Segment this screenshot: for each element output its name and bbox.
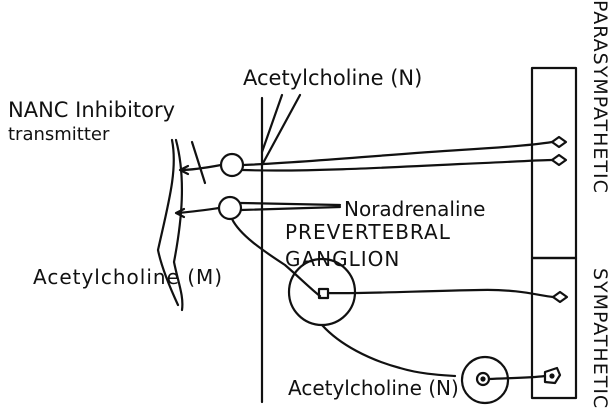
fibre-to-lower-ganglion <box>322 325 455 376</box>
enteric-neuron-lower <box>219 197 241 219</box>
terminal-diamond-1 <box>552 137 566 147</box>
label-acetylcholine-m: Acetylcholine (M) <box>33 267 223 287</box>
sympathetic-fibre-1 <box>328 290 553 297</box>
label-parasympathetic: PARASYMPATHETIC <box>590 0 609 194</box>
label-noradrenaline: Noradrenaline <box>344 199 485 219</box>
label-ganglion: GANGLION <box>285 249 400 269</box>
ach-n-pointer-1 <box>262 95 282 152</box>
label-transmitter: transmitter <box>8 126 109 144</box>
nanc-pointer <box>192 142 205 183</box>
noradrenaline-fibre-2 <box>241 207 340 210</box>
label-nanc-inhibitory: NANC Inhibitory <box>8 100 175 121</box>
terminal-diamond-2 <box>552 155 566 165</box>
parasympathetic-box <box>532 68 576 258</box>
terminal-diamond-3 <box>553 292 567 302</box>
enteric-neuron-upper <box>221 154 243 176</box>
label-acetylcholine-n-top: Acetylcholine (N) <box>243 68 422 89</box>
sympathetic-fibre-2 <box>489 376 545 379</box>
ach-m-axon <box>176 208 219 217</box>
label-sympathetic: SYMPATHETIC <box>590 268 609 409</box>
label-acetylcholine-n-bottom: Acetylcholine (N) <box>288 378 459 398</box>
label-prevertebral: PREVERTEBRAL <box>285 222 451 242</box>
ach-n-pointer-2 <box>262 95 300 165</box>
terminal-dot <box>551 375 554 378</box>
paravertebral-neuron-dot <box>482 378 485 381</box>
noradrenaline-fibre-1 <box>241 203 340 205</box>
